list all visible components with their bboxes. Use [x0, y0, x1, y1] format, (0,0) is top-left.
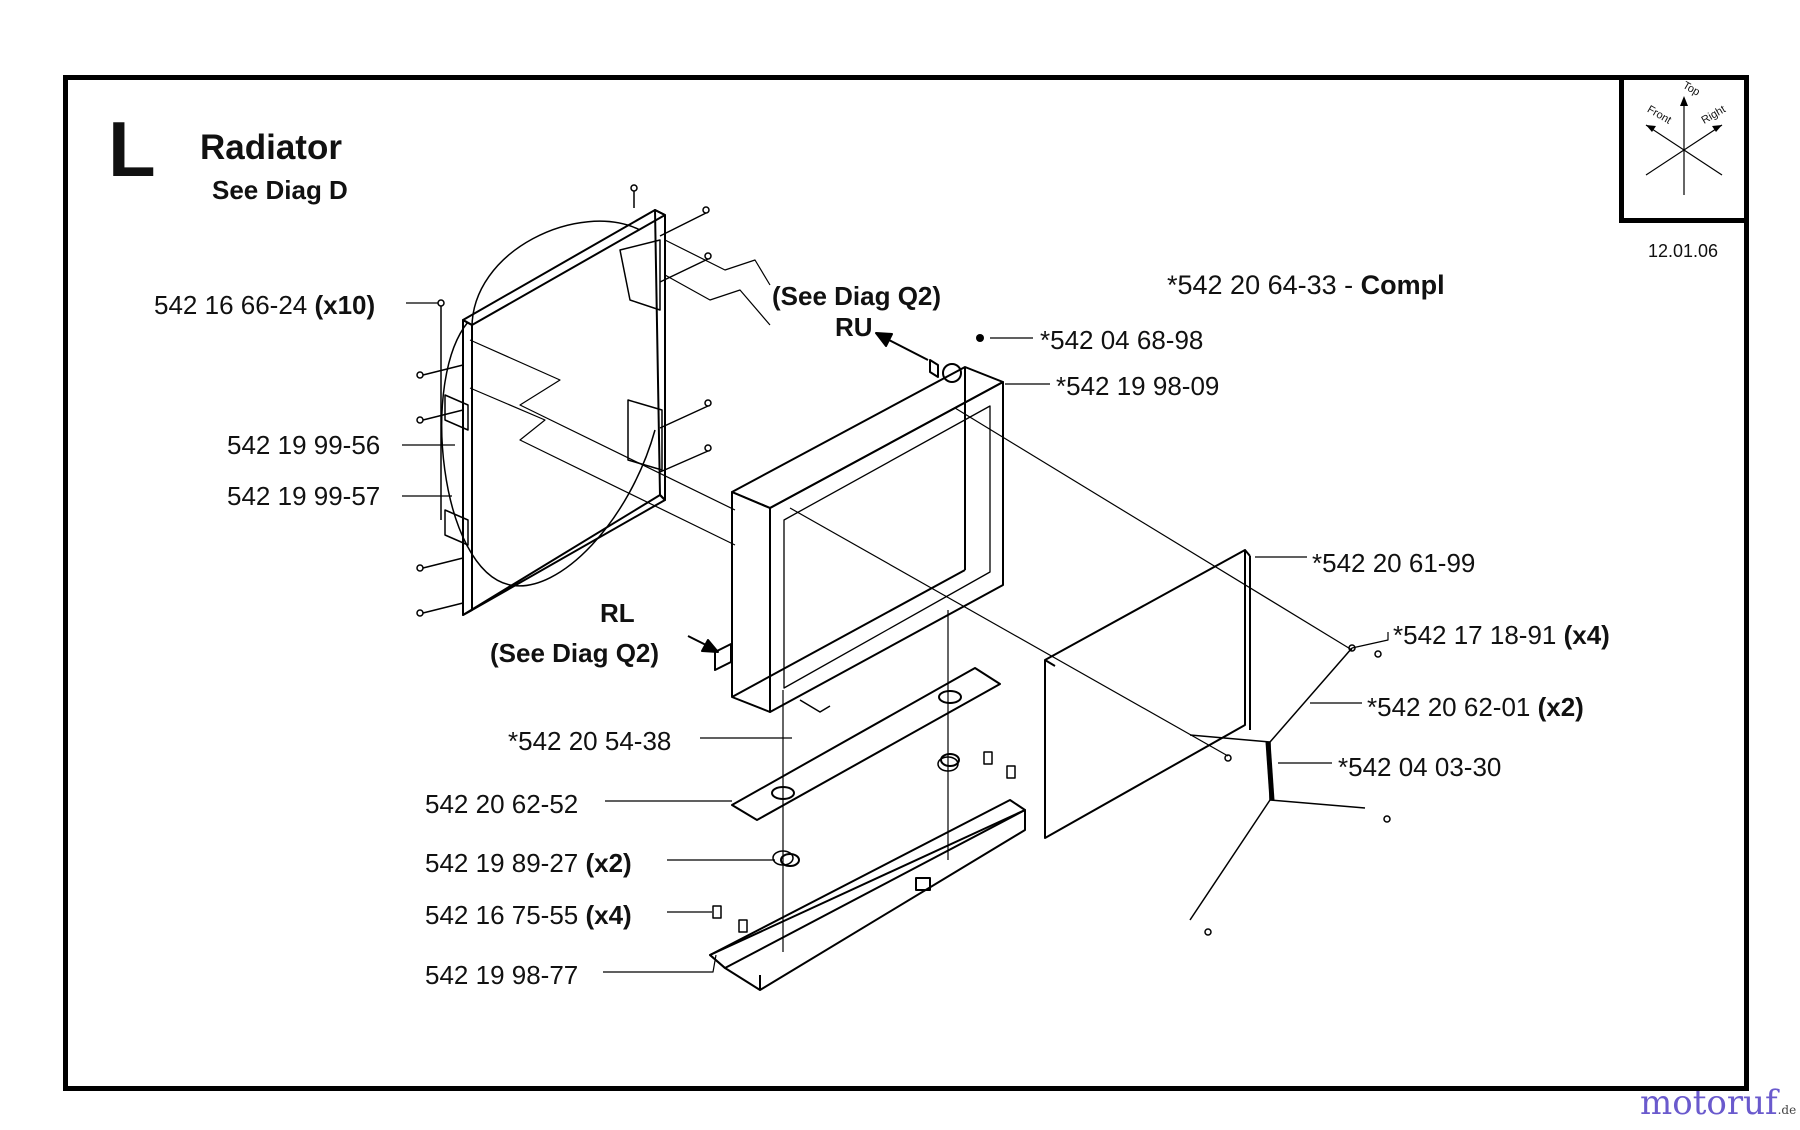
- part-number: 542 16 75-55: [425, 900, 586, 930]
- reference-arrows: [687, 332, 929, 653]
- lower-reference: (See Diag Q2): [490, 638, 660, 668]
- bottom-tray: [709, 753, 1026, 991]
- callout-part: *542 20 61-99: [1312, 550, 1475, 576]
- assembly-part-number: *542 20 64-33 -: [1167, 270, 1361, 300]
- orientation-axes-icon: [1645, 96, 1723, 195]
- rods-and-springs: [1189, 644, 1391, 936]
- orientation-indicator: Top Front Right: [1619, 75, 1749, 223]
- callout-part: *542 04 68-98: [1040, 327, 1203, 353]
- diagram-title: Radiator: [200, 128, 342, 167]
- part-qty: (x4): [1563, 620, 1610, 650]
- part-number: 542 19 99-56: [227, 430, 381, 460]
- part-number: 542 19 98-77: [425, 960, 579, 990]
- callout-part: 542 19 98-77: [425, 962, 578, 988]
- part-number: *542 20 61-99: [1312, 548, 1476, 578]
- watermark-text: motoruf: [1640, 1083, 1778, 1123]
- leader-lines: [402, 302, 1389, 973]
- watermark-suffix: .de: [1777, 1103, 1797, 1117]
- part-qty: (x2): [1537, 692, 1584, 722]
- callout-part: 542 19 99-56: [227, 432, 380, 458]
- callout-part: 542 19 99-57: [227, 483, 380, 509]
- part-number: 542 19 89-27: [425, 848, 586, 878]
- part-number: *542 19 98-09: [1056, 371, 1220, 401]
- diagram-frame: [63, 75, 1749, 1091]
- part-number: *542 17 18-91: [1393, 620, 1564, 650]
- assembly-suffix: Compl: [1360, 270, 1445, 300]
- diagram-date: 12.01.06: [1648, 241, 1719, 261]
- explode-lines: [469, 239, 1353, 952]
- radiator-core: [714, 359, 1004, 713]
- callout-part: 542 16 75-55 (x4): [425, 902, 632, 928]
- callout-part: *542 17 18-91 (x4): [1393, 622, 1610, 648]
- part-number: *542 20 62-01: [1367, 692, 1538, 722]
- callout-part: 542 20 62-52: [425, 791, 578, 817]
- part-number: 542 16 66-24: [154, 290, 315, 320]
- callout-part: 542 19 89-27 (x2): [425, 850, 632, 876]
- callout-part: *542 20 62-01 (x2): [1367, 694, 1584, 720]
- part-number: *542 04 68-98: [1040, 325, 1204, 355]
- part-number: 542 19 99-57: [227, 481, 381, 511]
- callout-part: *542 04 03-30: [1338, 754, 1501, 780]
- part-qty: (x4): [585, 900, 632, 930]
- watermark-logo: motoruf.de: [1640, 1086, 1796, 1120]
- callout-part: *542 19 98-09: [1056, 373, 1219, 399]
- assembly-number: *542 20 64-33 - Compl: [1167, 272, 1445, 299]
- diagram-subtitle: See Diag D: [212, 175, 348, 205]
- callout-part: *542 20 54-38: [508, 728, 671, 754]
- callout-part: 542 16 66-24 (x10): [154, 292, 375, 318]
- upper-reference-code: RU: [835, 312, 873, 342]
- lower-reference-code: RL: [600, 598, 635, 628]
- part-number: *542 04 03-30: [1338, 752, 1502, 782]
- part-qty: (x2): [585, 848, 632, 878]
- shroud-screws: [416, 184, 712, 617]
- part-qty: (x10): [314, 290, 376, 320]
- section-letter: L: [108, 105, 156, 193]
- part-number: *542 20 54-38: [508, 726, 672, 756]
- upper-reference: (See Diag Q2): [772, 281, 942, 311]
- cushions-and-clips: [712, 751, 1016, 933]
- fan-shroud: [440, 209, 666, 616]
- bracket-plate: [731, 667, 1001, 821]
- part-number: 542 20 62-52: [425, 789, 579, 819]
- screen-panel: [1044, 549, 1251, 839]
